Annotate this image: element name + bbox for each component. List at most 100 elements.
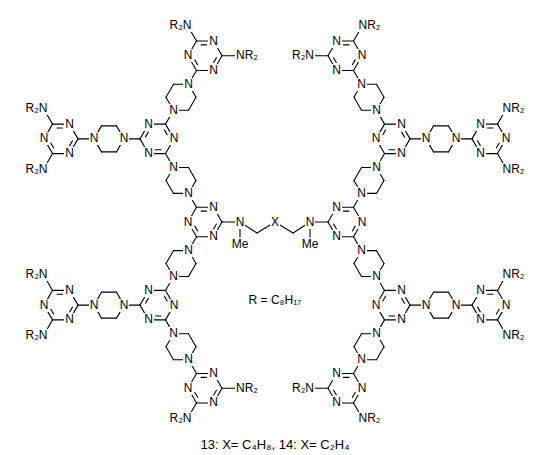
atom-label: N [356,78,367,91]
atom-label: N [475,118,486,131]
atom-label: N [208,230,219,243]
bond [146,132,149,137]
atom-label: N [168,104,179,117]
bond [189,97,197,110]
bond [354,97,362,110]
bond [434,292,449,293]
bond [496,143,499,148]
bond [166,347,174,360]
bond [201,211,207,212]
bond [51,309,54,314]
atom-label: N [331,367,342,380]
bond [51,143,54,148]
bond [402,298,405,303]
atom-label: N [501,132,512,145]
bond [478,307,481,312]
substituent-label: NR₂ [235,382,259,395]
atom-label: N [235,216,246,229]
bond [434,151,449,152]
atom-label: N [39,132,50,145]
bond [102,292,117,293]
methyl-label: Me [231,238,250,251]
atom-label: N [64,147,75,160]
atom-label: N [396,118,407,131]
atom-label: N [143,313,154,326]
bond [102,151,117,152]
atom-label: N [89,299,100,312]
atom-label: N [183,78,194,91]
atom-label: N [396,284,407,297]
bond [155,149,161,150]
atom-label: N [371,104,382,117]
bond [102,125,117,126]
substituent-label: R₂N [169,19,193,32]
substituent-label: R₂N [169,412,193,425]
bond [189,264,197,277]
substituent-label: R₂N [291,382,315,395]
bond [389,315,395,316]
atom-label: N [331,396,342,409]
bond [487,127,493,128]
bond [352,226,355,231]
substituent-label: NR₂ [502,102,526,115]
bond [195,226,198,231]
atom-label: N [208,64,219,77]
bond [214,224,217,229]
bond [57,294,63,295]
atom-label: N [183,49,194,62]
atom-label: N [356,353,367,366]
bond [334,390,337,395]
substituent-label: R₂N [25,268,49,281]
atom-label: N [183,353,194,366]
bond [402,132,405,137]
atom-label: N [143,147,154,160]
atom-label: N [371,270,382,283]
bond [377,180,385,193]
bond [354,334,362,347]
atom-label: N [119,299,130,312]
bond [201,377,207,378]
atom-label: N [208,367,219,380]
atom-label: N [169,132,180,145]
bond [214,58,217,63]
atom-label: N [64,313,75,326]
bond [354,264,362,277]
substituent-label: NR₂ [502,163,526,176]
bond [434,125,449,126]
atom-label: N [451,299,462,312]
bond [377,347,385,360]
atom-label: N [119,132,130,145]
methyl-label: Me [301,238,320,251]
atom-label: N [208,396,219,409]
bond [70,141,73,146]
atom-label: N [475,313,486,326]
atom-label: N [356,187,367,200]
atom-label: N [475,284,486,297]
atom-label: N [451,132,462,145]
bond [377,84,385,97]
atom-label: N [64,118,75,131]
bond [383,130,386,135]
bond [383,296,386,301]
bond [343,44,349,45]
footnote-label: R = C₈H₁₇ [248,294,303,307]
bond [70,307,73,312]
substituent-label: R₂N [25,329,49,342]
bond [155,315,161,316]
atom-label: N [169,299,180,312]
atom-label: N [396,313,407,326]
atom-label: N [183,216,194,229]
bond [389,149,395,150]
atom-label: N [371,299,382,312]
bond [352,60,355,65]
bond [478,141,481,146]
bond [189,167,197,180]
bond [57,127,63,128]
bond [434,318,449,319]
atom-label: N [421,299,432,312]
atom-label: N [331,64,342,77]
bond [487,294,493,295]
atom-label: N [183,382,194,395]
substituent-label: NR₂ [358,412,382,425]
